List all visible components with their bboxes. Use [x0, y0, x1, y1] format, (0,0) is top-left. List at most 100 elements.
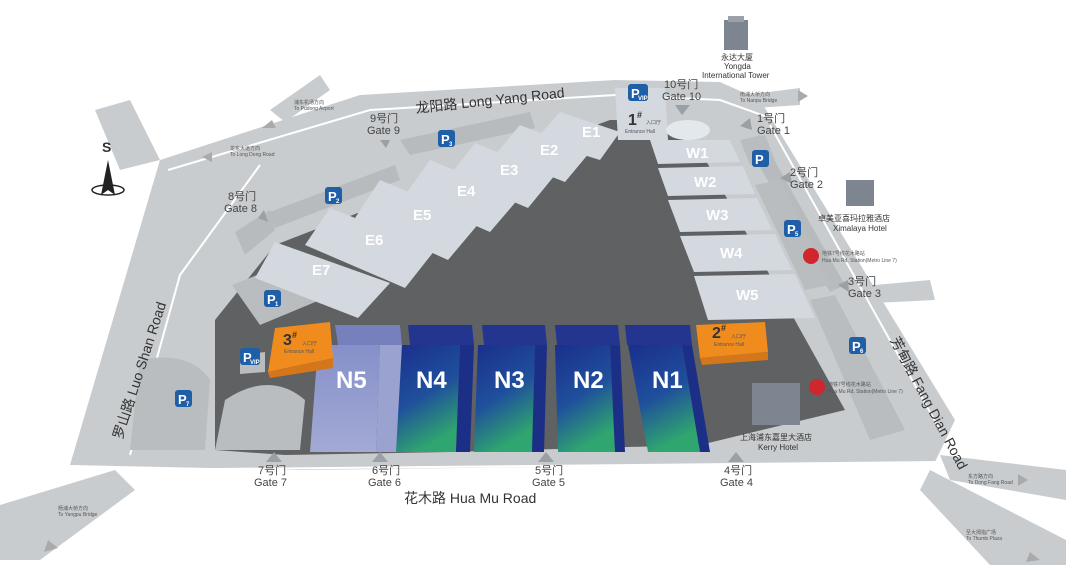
entrance-3-en: Entrance Hall — [284, 349, 314, 355]
entrance-hall-1[interactable]: 1 # 入口厅 Entrance Hall — [615, 88, 710, 140]
hall-n3[interactable]: N3 — [474, 325, 547, 452]
hall-e3-shape — [450, 143, 555, 208]
entrance-1-cn: 入口厅 — [646, 120, 661, 126]
svg-text:3号门: 3号门 — [848, 274, 876, 288]
gate-3[interactable]: 3号门 Gate 3 — [848, 274, 881, 300]
building-icon — [752, 383, 800, 425]
hall-e7-shape — [255, 242, 390, 318]
parking-vip-left[interactable]: P VIP — [240, 348, 260, 366]
hall-n4-label: N4 — [416, 367, 447, 394]
gate-5[interactable]: 5号门 Gate 5 — [532, 463, 565, 489]
svg-text:6: 6 — [860, 349, 864, 355]
entrance-3-num: 3 — [283, 332, 292, 349]
svg-text:Yongda: Yongda — [724, 62, 751, 71]
hall-w5-label: W5 — [736, 287, 759, 304]
svg-text:VIP: VIP — [250, 360, 260, 366]
gate-7[interactable]: 7号门 Gate 7 — [254, 463, 287, 489]
hall-w3-label: W3 — [706, 207, 729, 224]
hall-w2-label: W2 — [694, 174, 717, 191]
svg-text:9号门: 9号门 — [370, 111, 398, 125]
direction-nanpu-bridge: 南浦大桥方向 To Nanpu Bridge — [740, 90, 808, 104]
parking-p3[interactable]: P 3 — [438, 130, 455, 148]
gate-6[interactable]: 6号门 Gate 6 — [368, 463, 401, 489]
gate-2[interactable]: 2号门 Gate 2 — [790, 165, 823, 191]
landmark-kerry: 上海浦东嘉里大酒店 Kerry Hotel — [740, 383, 812, 452]
svg-text:To Thumb Plaza: To Thumb Plaza — [966, 536, 1002, 542]
hall-e2-label: E2 — [540, 142, 558, 159]
parking-p5[interactable]: P 5 — [784, 220, 801, 238]
svg-text:1: 1 — [275, 302, 279, 308]
svg-text:Gate 4: Gate 4 — [720, 477, 753, 489]
hall-w4-label: W4 — [720, 245, 743, 262]
hall-n1[interactable]: N1 — [625, 325, 710, 452]
entrance-2-en: Entrance Hall — [714, 342, 744, 348]
svg-text:P: P — [267, 292, 276, 307]
metro-station-north[interactable]: 地铁7号线花木路站 Hua Mu Rd. Station(Metro Line … — [803, 248, 897, 264]
svg-text:3: 3 — [449, 142, 453, 148]
svg-text:International Tower: International Tower — [702, 71, 770, 80]
svg-text:Kerry Hotel: Kerry Hotel — [758, 443, 798, 452]
svg-text:8号门: 8号门 — [228, 189, 256, 203]
svg-text:P: P — [243, 350, 252, 365]
svg-text:Gate 5: Gate 5 — [532, 477, 565, 489]
svg-text:Gate 6: Gate 6 — [368, 477, 401, 489]
svg-text:1号门: 1号门 — [757, 111, 785, 125]
svg-text:Gate 10: Gate 10 — [662, 91, 701, 103]
entrance-hall-3[interactable]: 3 # 入口厅 Entrance Hall — [268, 322, 333, 378]
metro-station-south[interactable]: 地铁7号线花木路站 Hua Mu Rd. Station(Metro Line … — [809, 379, 903, 395]
svg-text:To Pudong Airport: To Pudong Airport — [294, 106, 334, 112]
hall-w1-label: W1 — [686, 145, 709, 162]
svg-text:VIP: VIP — [638, 96, 648, 102]
svg-text:To Nanpu Bridge: To Nanpu Bridge — [740, 98, 777, 104]
gate-arrows — [258, 105, 849, 462]
svg-text:P: P — [852, 339, 861, 354]
gate-1[interactable]: 1号门 Gate 1 — [757, 111, 790, 137]
svg-text:龙东大道方向: 龙东大道方向 — [230, 145, 260, 152]
svg-text:P: P — [441, 132, 450, 147]
svg-text:7: 7 — [186, 402, 190, 408]
parking-p7[interactable]: P 7 — [175, 390, 192, 408]
metro-icon — [803, 248, 819, 264]
svg-text:To Long Dong Road: To Long Dong Road — [230, 152, 275, 158]
hall-n5[interactable]: N5 — [310, 325, 402, 452]
parking-p4[interactable]: P — [752, 150, 769, 167]
parking-p6[interactable]: P 6 — [849, 337, 866, 355]
hall-e2-shape — [495, 125, 590, 182]
svg-text:南浦大桥方向: 南浦大桥方向 — [740, 91, 770, 98]
n-halls: N5 N4 N3 N2 N1 — [310, 325, 710, 452]
gate-4[interactable]: 4号门 Gate 4 — [720, 463, 753, 489]
svg-text:2号门: 2号门 — [790, 165, 818, 179]
svg-text:6号门: 6号门 — [372, 463, 400, 477]
svg-text:Gate 2: Gate 2 — [790, 179, 823, 191]
hall-e5-label: E5 — [413, 207, 431, 224]
svg-text:Gate 7: Gate 7 — [254, 477, 287, 489]
svg-text:Hua Mu Rd. Station(Metro Line: Hua Mu Rd. Station(Metro Line 7) — [828, 389, 903, 395]
hall-e3-label: E3 — [500, 162, 518, 179]
hall-n4[interactable]: N4 — [396, 325, 474, 452]
entrance-hall-2[interactable]: 2 # 入口厅 Entrance Hall — [696, 322, 768, 365]
svg-text:Gate 8: Gate 8 — [224, 203, 257, 215]
parking-p1[interactable]: P 1 — [264, 290, 281, 308]
gate-10[interactable]: 10号门 Gate 10 — [662, 77, 701, 103]
svg-text:To Dong Fang Road: To Dong Fang Road — [968, 480, 1013, 486]
parking-p2[interactable]: P 2 — [325, 187, 342, 205]
gate-8[interactable]: 8号门 Gate 8 — [224, 189, 257, 215]
entrance-1-sup: # — [637, 110, 642, 120]
svg-text:P: P — [631, 86, 640, 101]
hall-e1-shape — [535, 112, 620, 160]
parking-vip-top[interactable]: P VIP — [628, 84, 648, 102]
building-icon — [724, 20, 748, 50]
direction-long-dong: 龙东大道方向 To Long Dong Road — [202, 145, 275, 162]
entrance-1-en: Entrance Hall — [625, 129, 655, 135]
hall-n2[interactable]: N2 — [555, 325, 625, 452]
svg-text:Hua Mu Rd. Station(Metro Line: Hua Mu Rd. Station(Metro Line 7) — [822, 258, 897, 264]
hall-w2-shape — [658, 166, 755, 196]
svg-text:Gate 9: Gate 9 — [367, 125, 400, 137]
svg-text:Ximalaya Hotel: Ximalaya Hotel — [833, 224, 887, 233]
compass: S — [91, 139, 125, 196]
svg-text:至大拇指广场: 至大拇指广场 — [966, 529, 996, 536]
gate-9[interactable]: 9号门 Gate 9 — [367, 111, 400, 137]
svg-text:地铁7号线花木路站: 地铁7号线花木路站 — [828, 381, 871, 388]
svg-text:2: 2 — [336, 199, 340, 205]
entrance-2-cn: 入口厅 — [731, 334, 746, 340]
